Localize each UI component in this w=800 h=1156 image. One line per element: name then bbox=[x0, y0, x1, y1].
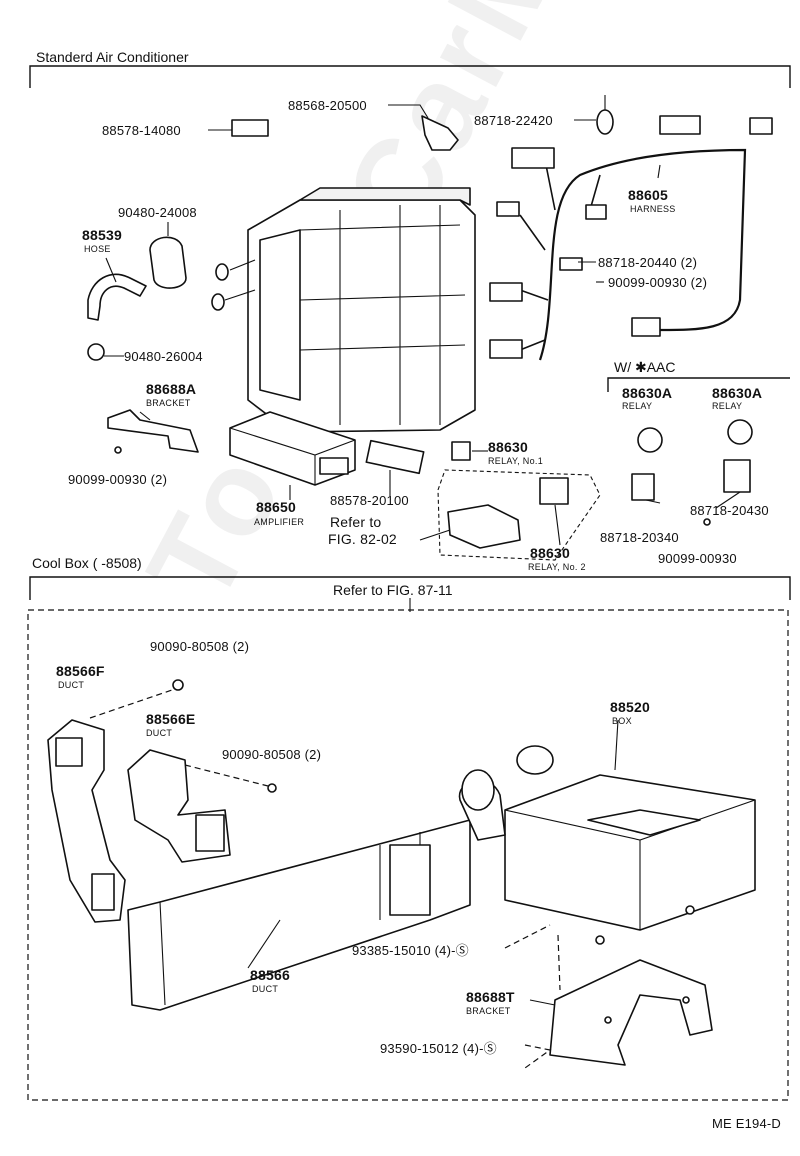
label-88566f-duct: DUCT bbox=[58, 680, 85, 690]
label-fig-82-02[interactable]: FIG. 82-02 bbox=[328, 531, 397, 547]
part-90480-26004 bbox=[87, 343, 105, 361]
bracket-88688t bbox=[549, 959, 713, 1066]
label-88718-20440: 88718-20440 (2) bbox=[598, 255, 698, 270]
box-88520 bbox=[458, 745, 756, 945]
label-88520: 88520 bbox=[610, 699, 650, 715]
part-88718-20340 bbox=[631, 473, 655, 501]
coolbox-dashed-frame bbox=[27, 609, 789, 1101]
part-88539-hose bbox=[87, 273, 147, 321]
label-88688t-bracket: BRACKET bbox=[466, 1006, 511, 1016]
label-88578-20100: 88578-20100 bbox=[330, 493, 409, 508]
label-90099-00930: 90099-00930 bbox=[658, 551, 737, 566]
harness-drawing bbox=[489, 115, 773, 361]
part-88650-amplifier bbox=[229, 411, 356, 486]
label-90480-26004: 90480-26004 bbox=[124, 349, 203, 364]
part-88688a-bracket bbox=[107, 409, 199, 453]
section-title-coolbox: Cool Box ( -8508) bbox=[32, 555, 142, 571]
label-refer-to: Refer to bbox=[330, 514, 382, 530]
label-88566e: 88566E bbox=[146, 711, 196, 727]
label-90099-00930-2b: 90099-00930 (2) bbox=[68, 472, 168, 487]
label-88650: 88650 bbox=[256, 499, 296, 515]
evaporator-unit bbox=[211, 187, 476, 433]
label-88566: 88566 bbox=[250, 967, 290, 983]
label-88688a-bracket: BRACKET bbox=[146, 398, 191, 408]
label-88568-20500: 88568-20500 bbox=[288, 98, 367, 113]
label-88630a-1-relay: RELAY bbox=[622, 401, 653, 411]
part-90480-24008 bbox=[149, 236, 187, 289]
label-88630-1: 88630 bbox=[488, 439, 528, 455]
section-title-standard: Standerd Air Conditioner bbox=[36, 49, 189, 65]
label-88605-harness: HARNESS bbox=[630, 204, 676, 214]
part-88578-14080 bbox=[231, 119, 269, 137]
part-88578-20100 bbox=[365, 439, 425, 475]
refer-fig-87-11[interactable]: Refer to FIG. 87-11 bbox=[333, 582, 453, 598]
figure-code: ME E194-D bbox=[712, 1116, 781, 1131]
label-88605: 88605 bbox=[628, 187, 668, 203]
label-88630a-2-relay: RELAY bbox=[712, 401, 743, 411]
duct-88566f bbox=[47, 719, 126, 923]
label-88566f: 88566F bbox=[56, 663, 105, 679]
label-88539-hose: HOSE bbox=[84, 244, 111, 254]
part-88568-20500 bbox=[421, 115, 459, 151]
part-88630a-relay-2 bbox=[727, 419, 753, 445]
duct-88566e bbox=[127, 749, 231, 863]
part-88718-20430 bbox=[723, 459, 751, 493]
part-88630-relay2 bbox=[539, 477, 569, 505]
duct-88566 bbox=[127, 819, 471, 1011]
label-88630-2: 88630 bbox=[530, 545, 570, 561]
label-88688t: 88688T bbox=[466, 989, 515, 1005]
label-88718-22420: 88718-22420 bbox=[474, 113, 553, 128]
label-88566e-duct: DUCT bbox=[146, 728, 173, 738]
label-90090-80508-a: 90090-80508 (2) bbox=[150, 639, 250, 654]
part-connector-block bbox=[447, 504, 521, 549]
label-90090-80508-b: 90090-80508 (2) bbox=[222, 747, 322, 762]
label-88688a: 88688A bbox=[146, 381, 197, 397]
label-88630a-2: 88630A bbox=[712, 385, 763, 401]
label-88566-duct: DUCT bbox=[252, 984, 279, 994]
section-frame-coolbox bbox=[29, 576, 791, 600]
label-88578-14080: 88578-14080 bbox=[102, 123, 181, 138]
part-88630-relay1 bbox=[451, 441, 471, 461]
label-88630-1-relay: RELAY, No.1 bbox=[488, 456, 543, 466]
label-88520-box: BOX bbox=[612, 716, 632, 726]
part-88718-22420 bbox=[596, 109, 614, 135]
label-88718-20340: 88718-20340 bbox=[600, 530, 679, 545]
label-88718-20430: 88718-20430 bbox=[690, 503, 769, 518]
label-88650-amplifier: AMPLIFIER bbox=[254, 517, 305, 527]
label-93590-15012: 93590-15012 (4)-Ⓢ bbox=[380, 1041, 497, 1056]
label-93385-15010: 93385-15010 (4)-Ⓢ bbox=[352, 943, 469, 958]
label-88630-2-relay: RELAY, No. 2 bbox=[528, 562, 586, 572]
part-88630a-relay-1 bbox=[637, 427, 663, 453]
label-88539: 88539 bbox=[82, 227, 122, 243]
label-90099-00930-2a: 90099-00930 (2) bbox=[608, 275, 708, 290]
section-frame-standard bbox=[29, 65, 791, 88]
aac-header: W/ ✱AAC bbox=[614, 359, 676, 375]
label-90480-24008: 90480-24008 bbox=[118, 205, 197, 220]
label-88630a-1: 88630A bbox=[622, 385, 673, 401]
